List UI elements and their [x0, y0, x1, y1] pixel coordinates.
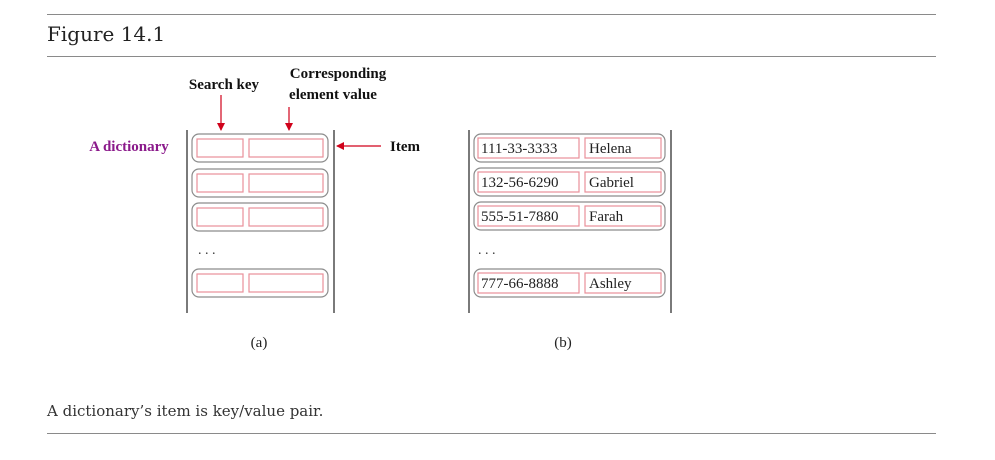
value-cell — [248, 138, 324, 158]
item-label: Item — [390, 139, 420, 155]
top-rule — [47, 14, 936, 15]
value-cell — [248, 207, 324, 227]
item-row — [191, 133, 329, 163]
ellipsis-b: . . . — [478, 243, 496, 258]
key-cell — [196, 173, 244, 193]
item-row — [191, 168, 329, 198]
key-cell — [477, 137, 580, 159]
bottom-rule — [47, 433, 936, 434]
entry-value: Ashley — [589, 276, 632, 292]
entry-key: 111-33-3333 — [481, 141, 557, 157]
item-frame — [191, 268, 329, 298]
key-cell — [196, 138, 244, 158]
panel-a-label: (a) — [251, 335, 268, 351]
dictionary-label: A dictionary — [89, 139, 169, 155]
entry-row: 111-33-3333 Helena — [473, 133, 666, 163]
key-cell — [196, 207, 244, 227]
entry-value: Farah — [589, 209, 624, 225]
item-row — [191, 268, 329, 298]
value-cell — [248, 173, 324, 193]
key-cell — [477, 272, 580, 294]
panel-b: 111-33-3333 Helena 132-56-6290 Gabriel 555-5… — [468, 130, 672, 351]
entry-frame — [473, 167, 666, 197]
value-cell — [248, 273, 324, 293]
entry-row: 132-56-6290 Gabriel — [473, 167, 666, 197]
key-cell — [477, 171, 580, 193]
key-cell — [196, 273, 244, 293]
entry-rows: 111-33-3333 Helena 132-56-6290 Gabriel 555-5… — [473, 133, 666, 298]
panel-b-label: (b) — [554, 335, 572, 351]
value-cell — [584, 272, 662, 294]
entry-key: 777-66-8888 — [481, 276, 559, 292]
entry-frame — [473, 201, 666, 231]
item-row — [191, 202, 329, 232]
value-cell — [584, 205, 662, 227]
key-cell — [477, 205, 580, 227]
empty-item-rows — [191, 133, 329, 298]
value-cell — [584, 137, 662, 159]
figure-title: Figure 14.1 — [47, 22, 166, 46]
value-cell — [584, 171, 662, 193]
entry-frame — [473, 133, 666, 163]
item-frame — [191, 133, 329, 163]
entry-frame — [473, 268, 666, 298]
search-key-label: Search key — [189, 77, 260, 93]
entry-row: 777-66-8888 Ashley — [473, 268, 666, 298]
figure-caption: A dictionary’s item is key/value pair. — [47, 402, 324, 420]
item-frame — [191, 168, 329, 198]
value-label-line2: element value — [289, 87, 377, 103]
entry-value: Gabriel — [589, 175, 634, 191]
entry-value: Helena — [589, 141, 632, 157]
item-frame — [191, 202, 329, 232]
entry-key: 132-56-6290 — [481, 175, 559, 191]
ellipsis-a: . . . — [198, 243, 216, 258]
panel-a: Search key Corresponding element value A… — [89, 66, 420, 351]
title-rule — [47, 56, 936, 57]
value-label-line1: Corresponding — [290, 66, 387, 82]
entry-key: 555-51-7880 — [481, 209, 559, 225]
entry-row: 555-51-7880 Farah — [473, 201, 666, 231]
